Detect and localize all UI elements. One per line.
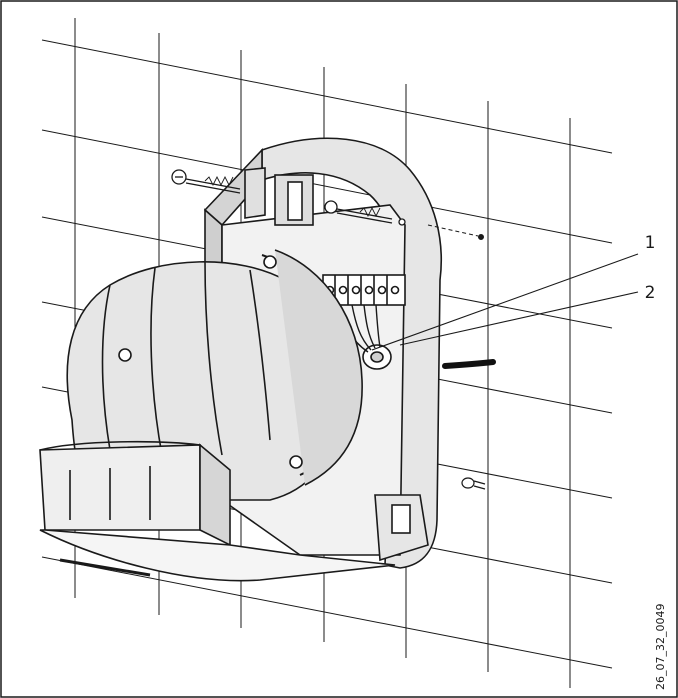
drawing-code: 26_07_32_0049 [654, 604, 667, 691]
callout-leader-1 [371, 253, 639, 351]
drill-hole-guide [427, 224, 484, 240]
lower-right-screw [461, 477, 486, 490]
upper-right-screw [324, 200, 406, 226]
callout-2: 2 [645, 283, 656, 303]
callout-leader-2 [399, 291, 639, 346]
callout-leaders [371, 253, 639, 351]
fan-housing [39, 249, 396, 582]
upper-left-screw [171, 169, 241, 194]
supply-cable [442, 359, 496, 369]
callout-1: 1 [645, 233, 656, 253]
